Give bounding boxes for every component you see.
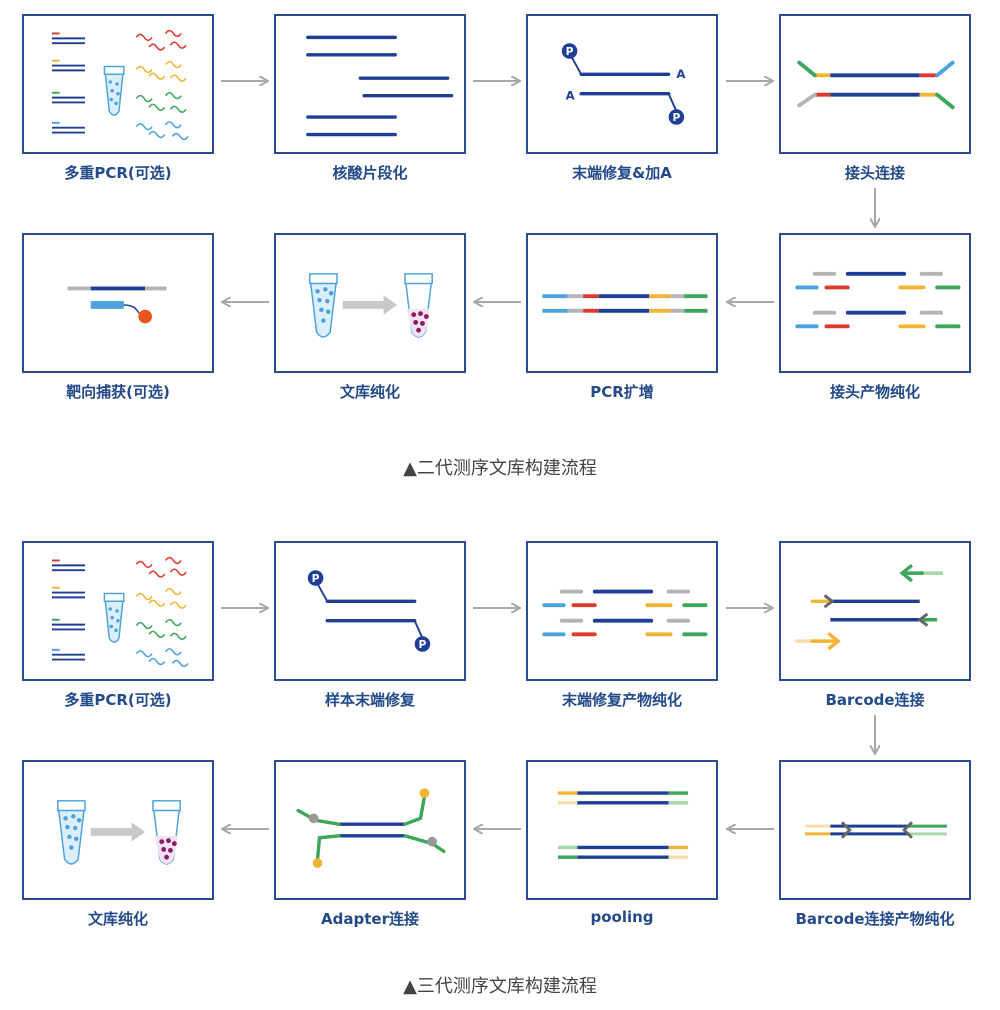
tgs-step-label-6: pooling <box>590 908 654 926</box>
ngs-step-label-2: 核酸片段化 <box>332 164 408 182</box>
flow-arrow-left <box>219 295 269 309</box>
tgs-step-label-2: 样本末端修复 <box>324 691 415 709</box>
ngs-step-label-7: 文库纯化 <box>339 383 400 401</box>
ngs-step-adapter-ligation <box>779 14 971 154</box>
ngs-step-label-1: 多重PCR(可选) <box>64 164 172 182</box>
ngs-step-library-purification <box>274 233 466 373</box>
end-repair-purification-illustration <box>542 589 708 637</box>
phosphate-label: P <box>419 638 427 651</box>
tgs-step-label-5: Barcode连接产物纯化 <box>795 910 955 928</box>
tgs-step-label-7: Adapter连接 <box>321 910 419 928</box>
ngs-step-fragmentation <box>274 14 466 154</box>
target-capture-illustration <box>67 286 167 324</box>
flow-arrow-left <box>219 822 269 836</box>
tgs-step-barcode-ligation <box>779 541 971 681</box>
tgs-step-label-4: Barcode连接 <box>825 691 925 709</box>
tgs-step-barcode-purification <box>779 760 971 900</box>
flow-arrow-right <box>726 74 776 88</box>
phosphate-label: P <box>566 45 574 58</box>
adapter-ligation-illustration <box>797 60 955 110</box>
flow-arrow-right <box>473 74 523 88</box>
multiplex-pcr-illustration <box>51 556 189 668</box>
ngs-step-adapter-purification <box>779 233 971 373</box>
pcr-amplification-illustration <box>542 294 708 313</box>
tgs-step-multiplex-pcr <box>22 541 214 681</box>
sample-end-repair-illustration: P P <box>307 570 431 652</box>
adapter-purification-illustration <box>795 271 961 329</box>
flow-arrow-left <box>471 295 521 309</box>
ngs-step-label-5: 接头产物纯化 <box>829 383 920 401</box>
ngs-step-target-capture <box>22 233 214 373</box>
a-tail-label: A <box>566 89 575 103</box>
multiplex-pcr-illustration <box>51 29 189 141</box>
tgs-step-end-repair-purification <box>526 541 718 681</box>
ngs-step-multiplex-pcr <box>22 14 214 154</box>
ngs-step-label-6: PCR扩增 <box>590 383 654 401</box>
tgs-step-library-purification <box>22 760 214 900</box>
tgs-step-label-3: 末端修复产物纯化 <box>561 691 682 709</box>
flow-arrow-right <box>473 601 523 615</box>
flow-arrow-down <box>868 715 882 757</box>
end-repair-illustration: P P A A <box>561 43 685 125</box>
barcode-purification-illustration <box>805 821 947 839</box>
tgs-step-adapter-ligation <box>274 760 466 900</box>
adapter-ligation-illustration <box>296 788 446 868</box>
tgs-step-sample-end-repair: P P <box>274 541 466 681</box>
ngs-caption: ▲二代测序文库构建流程 <box>403 458 597 479</box>
ngs-step-end-repair-a-tailing: P P A A <box>526 14 718 154</box>
flow-arrow-left <box>724 295 774 309</box>
tgs-step-label-8: 文库纯化 <box>87 910 148 928</box>
library-purification-illustration <box>57 800 181 865</box>
flow-arrow-right <box>221 74 271 88</box>
tgs-step-pooling <box>526 760 718 900</box>
flow-arrow-down <box>868 188 882 230</box>
ngs-step-label-3: 末端修复&加A <box>572 164 672 182</box>
tgs-step-label-1: 多重PCR(可选) <box>64 691 172 709</box>
library-purification-illustration <box>309 273 433 338</box>
ngs-step-label-4: 接头连接 <box>844 164 905 182</box>
phosphate-label: P <box>672 111 680 124</box>
pooling-illustration <box>557 791 689 859</box>
phosphate-label: P <box>312 572 320 585</box>
barcode-ligation-illustration <box>795 564 943 651</box>
ngs-step-pcr-amplification <box>526 233 718 373</box>
flow-arrow-left <box>471 822 521 836</box>
flow-arrow-right <box>221 601 271 615</box>
a-tail-label: A <box>676 67 685 81</box>
flow-arrow-left <box>724 822 774 836</box>
tgs-caption: ▲三代测序文库构建流程 <box>403 976 597 997</box>
ngs-step-label-8: 靶向捕获(可选) <box>66 383 170 401</box>
fragmentation-illustration <box>306 35 454 137</box>
flow-arrow-right <box>726 601 776 615</box>
